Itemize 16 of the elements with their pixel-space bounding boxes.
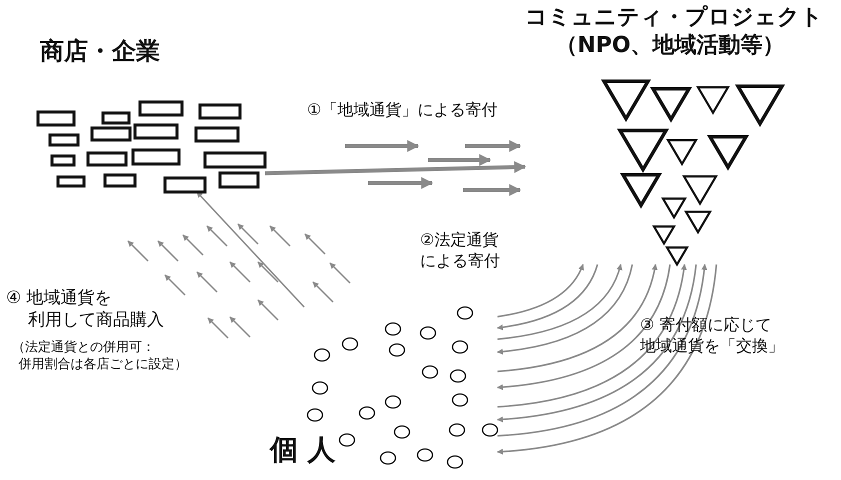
group-title: コミュニティ・プロジェクト（NPO、地域活動等） xyxy=(525,4,815,59)
group-title: 商店・企業 xyxy=(40,36,160,66)
arrow xyxy=(196,191,305,308)
note-text: ②法定通貨による寄付 xyxy=(420,230,500,272)
arrow xyxy=(264,161,526,176)
note-text: ③ 寄付額に応じて地域通貨を「交換」 xyxy=(640,315,784,357)
arrow xyxy=(497,264,622,340)
arrow xyxy=(497,264,658,372)
group-title: 個 人 xyxy=(270,432,336,467)
arrow xyxy=(496,264,671,390)
note-text: （法定通貨との併用可：併用割合は各店ごとに設定） xyxy=(12,340,188,374)
arrow xyxy=(496,264,598,330)
note-text: ①「地域通貨」による寄付 xyxy=(307,100,498,121)
arrow xyxy=(497,264,584,318)
note-text: ④ 地域通貨を利用して商品購入 xyxy=(6,287,164,332)
arrow xyxy=(496,264,634,354)
